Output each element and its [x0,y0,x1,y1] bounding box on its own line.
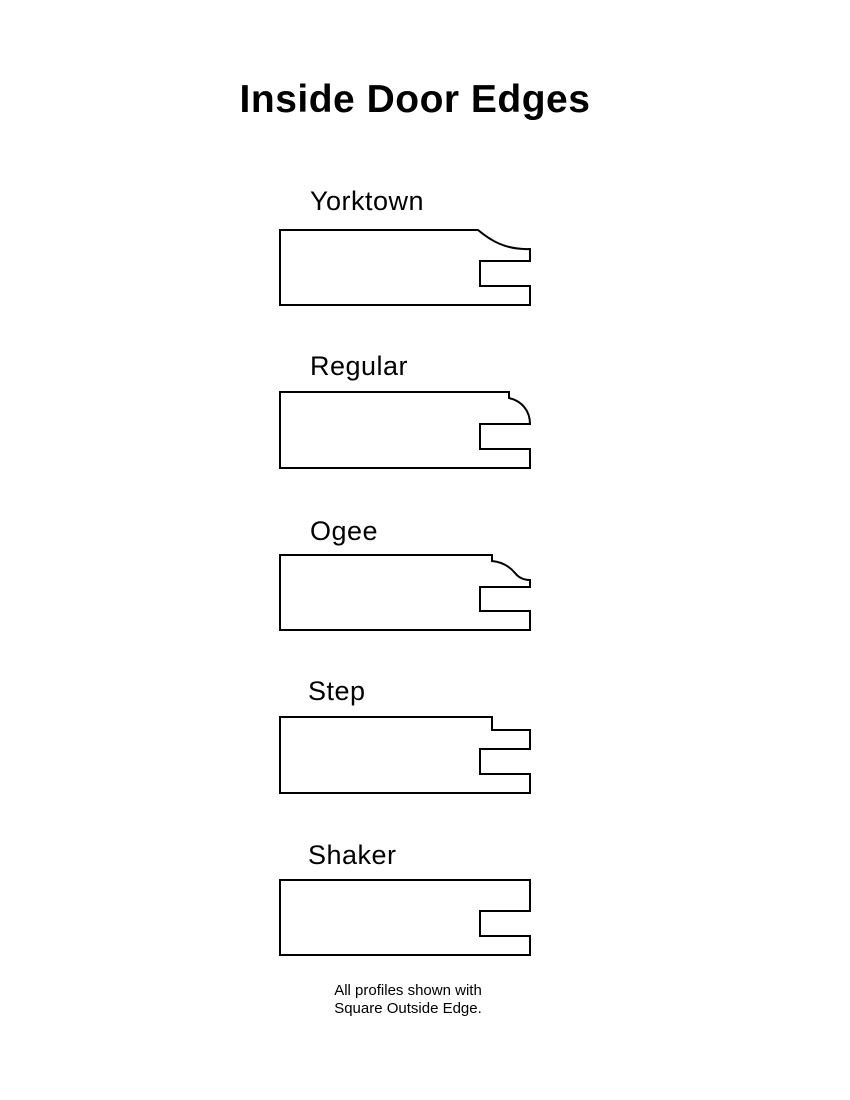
regular-profile-outline [279,391,532,469]
shaker-profile-diagram [279,879,531,956]
profile-label-shaker: Shaker [308,840,397,870]
profile-label-regular: Regular [310,351,409,381]
footnote: All profiles shown with Square Outside E… [308,982,508,1018]
yorktown-profile-outline [279,229,531,306]
profile-label-step: Step [308,676,366,706]
yorktown-profile-diagram [279,229,531,306]
regular-profile-diagram [279,391,532,469]
profile-label-ogee: Ogee [310,516,379,546]
shaker-profile-outline [279,879,531,956]
step-profile-diagram [279,716,531,794]
page-title: Inside Door Edges [239,78,591,121]
ogee-profile-diagram [279,554,531,631]
step-profile-outline [279,716,531,794]
ogee-profile-outline [279,554,531,631]
profile-label-yorktown: Yorktown [310,186,425,216]
footnote-line-1: All profiles shown with [334,982,482,999]
footnote-line-2: Square Outside Edge. [334,1000,482,1017]
